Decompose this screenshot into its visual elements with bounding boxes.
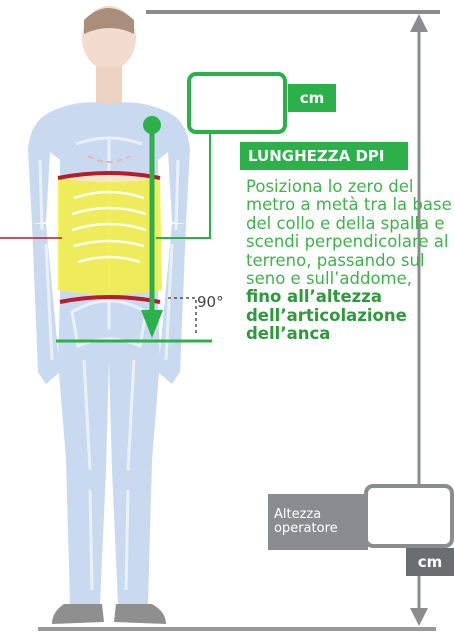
operator-height-label-line2: operatore bbox=[274, 522, 368, 536]
operator-height-unit-label: cm bbox=[406, 548, 454, 576]
head bbox=[82, 6, 136, 106]
torso-band bbox=[58, 156, 162, 302]
operator-height-label: Altezza operatore bbox=[268, 494, 368, 550]
dpi-length-unit-label: cm bbox=[288, 84, 336, 112]
feet bbox=[52, 604, 166, 624]
operator-height-input[interactable] bbox=[364, 484, 454, 548]
angle-label: 90° bbox=[197, 293, 224, 311]
instructions-normal: Posiziona lo zero del metro a metà tra l… bbox=[246, 177, 452, 288]
dpi-length-input[interactable] bbox=[187, 72, 287, 134]
instructions-text: Posiziona lo zero del metro a metà tra l… bbox=[246, 178, 452, 344]
instructions-bold: fino all’altezza dell’articolazione dell… bbox=[246, 287, 407, 343]
operator-height-label-line1: Altezza bbox=[274, 508, 368, 522]
dpi-length-title: LUNGHEZZA DPI bbox=[240, 142, 408, 170]
